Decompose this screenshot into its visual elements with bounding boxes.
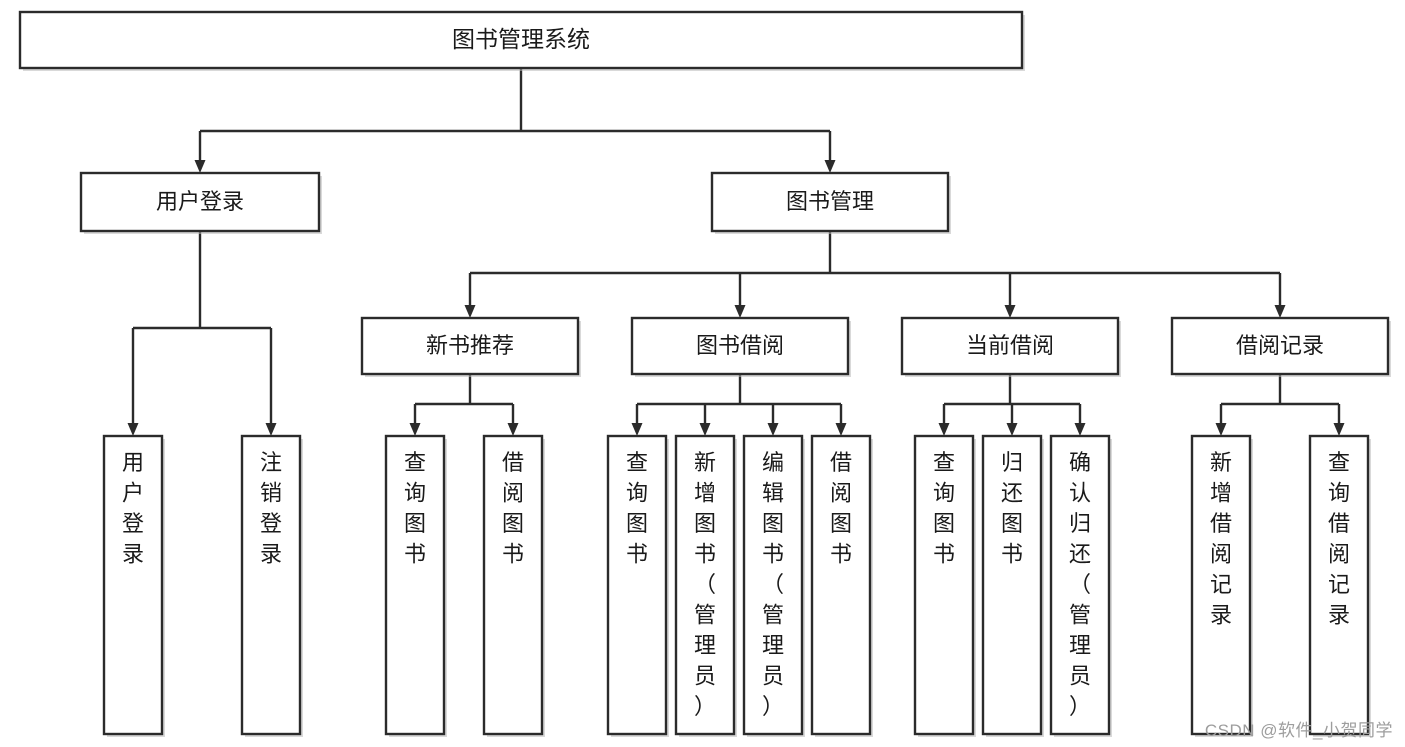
node-border[interactable] bbox=[1308, 434, 1370, 736]
node-label: 查询图书 bbox=[404, 450, 426, 567]
node-leaf-add-book[interactable]: 新增图书（管理员） bbox=[674, 434, 737, 737]
edge-book-manage-to-level2 bbox=[464, 231, 1286, 318]
arrow-head-icon bbox=[938, 423, 950, 436]
node-label: 新增图书（管理员） bbox=[694, 450, 716, 719]
node-border[interactable] bbox=[742, 434, 804, 736]
node-book-manage[interactable]: 图书管理 bbox=[710, 171, 951, 234]
node-leaf-user-logout[interactable]: 注销登录 bbox=[240, 434, 303, 737]
node-leaf-query-book-3[interactable]: 查询图书 bbox=[913, 434, 976, 737]
arrow-head-icon bbox=[1333, 423, 1345, 436]
node-label: 注销登录 bbox=[260, 450, 282, 567]
node-book-borrow[interactable]: 图书借阅 bbox=[630, 316, 851, 377]
node-border[interactable] bbox=[674, 434, 736, 736]
arrow-head-icon bbox=[464, 305, 476, 318]
node-leaf-borrow-book-1[interactable]: 借阅图书 bbox=[482, 434, 545, 737]
node-leaf-borrow-book-2[interactable]: 借阅图书 bbox=[810, 434, 873, 737]
node-border[interactable] bbox=[900, 316, 1120, 376]
node-label: 查询图书 bbox=[933, 450, 955, 567]
node-leaf-query-book-1[interactable]: 查询图书 bbox=[384, 434, 447, 737]
node-leaf-query-record[interactable]: 查询借阅记录 bbox=[1308, 434, 1371, 737]
node-leaf-add-record[interactable]: 新增借阅记录 bbox=[1190, 434, 1253, 737]
node-label: 当前借阅 bbox=[966, 333, 1054, 358]
arrow-head-icon bbox=[767, 423, 779, 436]
node-border[interactable] bbox=[384, 434, 446, 736]
edge-new-book-rec-to-leaves bbox=[409, 374, 519, 436]
node-root[interactable]: 图书管理系统 bbox=[18, 10, 1025, 71]
node-border[interactable] bbox=[240, 434, 302, 736]
node-label: 新书推荐 bbox=[426, 333, 514, 358]
arrow-head-icon bbox=[631, 423, 643, 436]
node-borrow-record[interactable]: 借阅记录 bbox=[1170, 316, 1391, 377]
edge-current-borrow-to-leaves bbox=[938, 374, 1086, 436]
node-label: 图书管理系统 bbox=[452, 26, 590, 52]
node-border[interactable] bbox=[913, 434, 975, 736]
node-border[interactable] bbox=[79, 171, 321, 233]
node-border[interactable] bbox=[360, 316, 580, 376]
node-label: 查询图书 bbox=[626, 450, 648, 567]
node-border[interactable] bbox=[630, 316, 850, 376]
node-label: 用户登录 bbox=[122, 450, 144, 567]
arrow-head-icon bbox=[194, 160, 206, 173]
node-border[interactable] bbox=[981, 434, 1043, 736]
node-label: 借阅图书 bbox=[502, 450, 524, 567]
node-leaf-edit-book[interactable]: 编辑图书（管理员） bbox=[742, 434, 805, 737]
node-leaf-user-login[interactable]: 用户登录 bbox=[102, 434, 165, 737]
arrow-head-icon bbox=[409, 423, 421, 436]
arrow-head-icon bbox=[1006, 423, 1018, 436]
node-border[interactable] bbox=[1170, 316, 1390, 376]
node-border[interactable] bbox=[18, 10, 1024, 70]
arrow-head-icon bbox=[127, 423, 139, 436]
node-label: 确认归还（管理员） bbox=[1069, 450, 1091, 719]
arrow-head-icon bbox=[734, 305, 746, 318]
edge-user-login-to-leaves bbox=[127, 231, 277, 436]
node-border[interactable] bbox=[1190, 434, 1252, 736]
node-label: 借阅图书 bbox=[830, 450, 852, 567]
arrow-head-icon bbox=[835, 423, 847, 436]
arrow-head-icon bbox=[507, 423, 519, 436]
node-new-book-rec[interactable]: 新书推荐 bbox=[360, 316, 581, 377]
edge-root-to-level1 bbox=[194, 68, 836, 173]
edge-book-borrow-to-leaves bbox=[631, 374, 847, 436]
node-label: 图书管理 bbox=[786, 189, 874, 214]
arrow-head-icon bbox=[824, 160, 836, 173]
edge-borrow-record-to-leaves bbox=[1215, 374, 1345, 436]
node-border[interactable] bbox=[810, 434, 872, 736]
node-leaf-confirm-return[interactable]: 确认归还（管理员） bbox=[1049, 434, 1112, 737]
node-label: 用户登录 bbox=[156, 189, 244, 214]
node-border[interactable] bbox=[1049, 434, 1111, 736]
arrow-head-icon bbox=[265, 423, 277, 436]
arrow-head-icon bbox=[1215, 423, 1227, 436]
node-label: 借阅记录 bbox=[1236, 333, 1324, 358]
node-user-login[interactable]: 用户登录 bbox=[79, 171, 322, 234]
arrow-head-icon bbox=[699, 423, 711, 436]
node-current-borrow[interactable]: 当前借阅 bbox=[900, 316, 1121, 377]
node-label: 新增借阅记录 bbox=[1210, 450, 1232, 628]
arrow-head-icon bbox=[1274, 305, 1286, 318]
node-border[interactable] bbox=[482, 434, 544, 736]
node-border[interactable] bbox=[102, 434, 164, 736]
node-border[interactable] bbox=[710, 171, 950, 233]
edges-layer bbox=[127, 68, 1345, 436]
arrow-head-icon bbox=[1074, 423, 1086, 436]
node-label: 归还图书 bbox=[1001, 450, 1023, 567]
nodes-layer: 图书管理系统用户登录图书管理新书推荐图书借阅当前借阅借阅记录用户登录注销登录查询… bbox=[18, 10, 1391, 737]
node-leaf-return-book[interactable]: 归还图书 bbox=[981, 434, 1044, 737]
node-leaf-query-book-2[interactable]: 查询图书 bbox=[606, 434, 669, 737]
node-border[interactable] bbox=[606, 434, 668, 736]
node-label: 查询借阅记录 bbox=[1328, 450, 1350, 628]
node-label: 编辑图书（管理员） bbox=[762, 450, 784, 719]
arrow-head-icon bbox=[1004, 305, 1016, 318]
node-label: 图书借阅 bbox=[696, 333, 784, 358]
